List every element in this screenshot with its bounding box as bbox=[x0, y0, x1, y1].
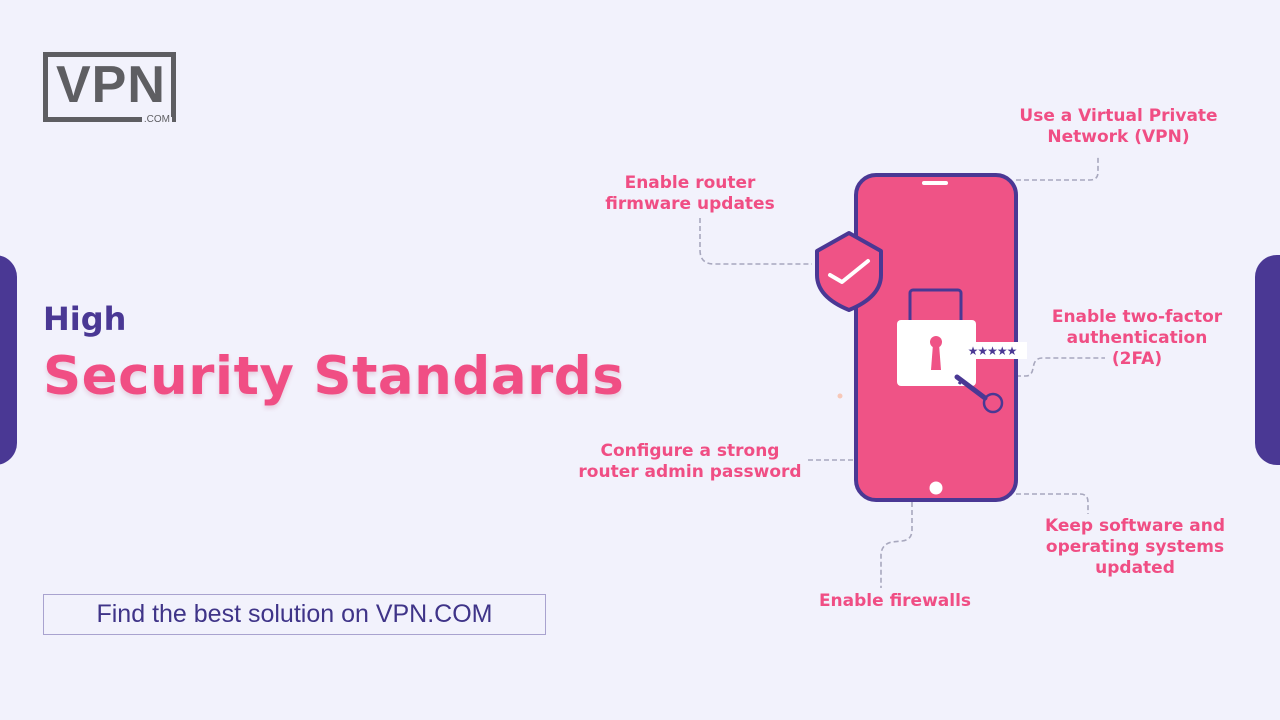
tip-vpn: Use a Virtual Private Network (VPN) bbox=[1006, 106, 1231, 148]
logo-bottom-bar: .COM bbox=[43, 113, 176, 125]
key-icon bbox=[954, 374, 1004, 414]
tip-2fa-line2: authentication bbox=[1066, 328, 1208, 348]
tip-software-line2: operating systems bbox=[1045, 537, 1225, 557]
tip-password-line1: Configure a strong bbox=[600, 441, 780, 461]
tip-2fa-line1: Enable two-factor bbox=[1051, 307, 1223, 327]
logo-text: VPN bbox=[56, 56, 166, 114]
page-subtitle: High bbox=[43, 300, 127, 338]
page-title: Security Standards bbox=[43, 346, 625, 407]
tip-2fa-line3: (2FA) bbox=[1111, 349, 1163, 369]
password-stars: ★★★★★ bbox=[967, 343, 1018, 358]
tip-software-line3: updated bbox=[1095, 558, 1175, 578]
tip-firewalls-line1: Enable firewalls bbox=[818, 591, 972, 611]
phone-icon bbox=[854, 173, 1018, 502]
tip-password: Configure a strong router admin password bbox=[566, 441, 814, 483]
tip-software-line1: Keep software and bbox=[1044, 516, 1226, 536]
find-solution-link[interactable]: Find the best solution on VPN.COM bbox=[43, 594, 546, 635]
tip-firmware-line2: firmware updates bbox=[605, 194, 775, 214]
password-mask-field bbox=[955, 342, 1027, 359]
tip-firmware: Enable router firmware updates bbox=[580, 173, 800, 215]
tip-2fa: Enable two-factor authentication (2FA) bbox=[1032, 307, 1242, 370]
tip-software: Keep software and operating systems upda… bbox=[1026, 516, 1244, 579]
vpn-com-logo[interactable]: VPN .COM bbox=[43, 52, 176, 124]
shield-check-icon bbox=[815, 231, 883, 312]
tip-vpn-line1: Use a Virtual Private bbox=[1019, 106, 1218, 126]
decorative-dot bbox=[837, 393, 843, 399]
left-decorative-tab bbox=[0, 255, 17, 465]
tip-vpn-line2: Network (VPN) bbox=[1047, 127, 1190, 147]
tip-firewalls: Enable firewalls bbox=[800, 591, 990, 612]
right-decorative-tab bbox=[1255, 255, 1280, 465]
padlock-icon bbox=[897, 288, 976, 386]
logo-suffix: .COM bbox=[143, 113, 170, 125]
tip-password-line2: router admin password bbox=[578, 462, 802, 482]
tip-firmware-line1: Enable router bbox=[624, 173, 756, 193]
